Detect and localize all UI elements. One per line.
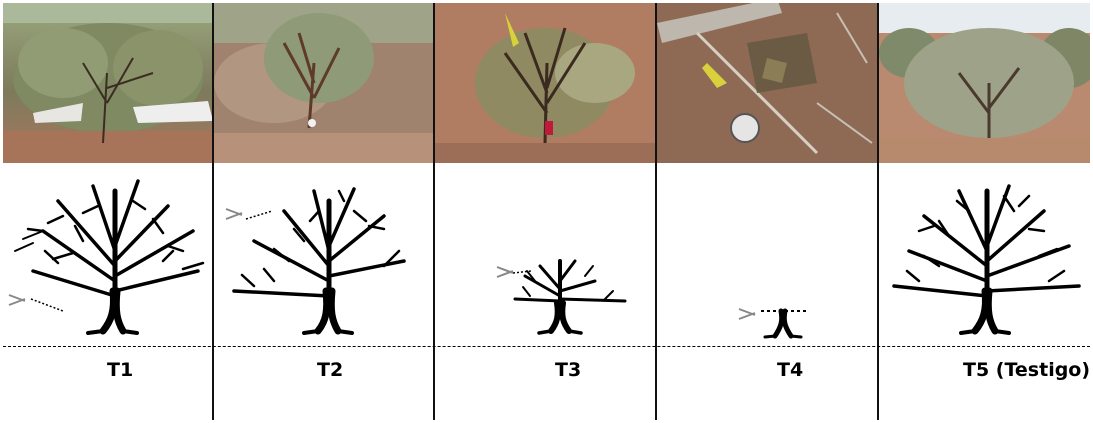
scissors-icon	[9, 295, 25, 305]
panel-t4: T4	[655, 3, 877, 420]
panel-t1: T1	[3, 3, 212, 420]
treatment-label-t4: T4	[777, 359, 803, 381]
tree-drawing-t3	[435, 171, 655, 346]
photo-t5	[879, 3, 1090, 163]
treatment-label-t5: T5 (Testigo)	[963, 359, 1090, 381]
ground-line	[3, 346, 1090, 347]
scissors-icon	[497, 267, 513, 277]
tree-drawing-t1	[3, 171, 212, 346]
treatment-figure: T1	[3, 3, 1090, 420]
tree-drawing-t2	[214, 171, 433, 346]
photo-t3	[435, 3, 655, 163]
tree-drawing-t5	[879, 171, 1090, 346]
photo-t4	[657, 3, 877, 163]
scissors-icon	[226, 209, 242, 219]
tree-drawing-t4	[657, 171, 877, 346]
treatment-label-t3: T3	[555, 359, 581, 381]
treatment-label-t2: T2	[317, 359, 343, 381]
panel-t5: T5 (Testigo)	[877, 3, 1090, 420]
panel-t3: T3	[433, 3, 655, 420]
panel-t2: T2	[212, 3, 433, 420]
photo-t1	[3, 3, 212, 163]
treatment-label-t1: T1	[107, 359, 133, 381]
scissors-icon	[739, 309, 755, 319]
photo-t2	[214, 3, 433, 163]
